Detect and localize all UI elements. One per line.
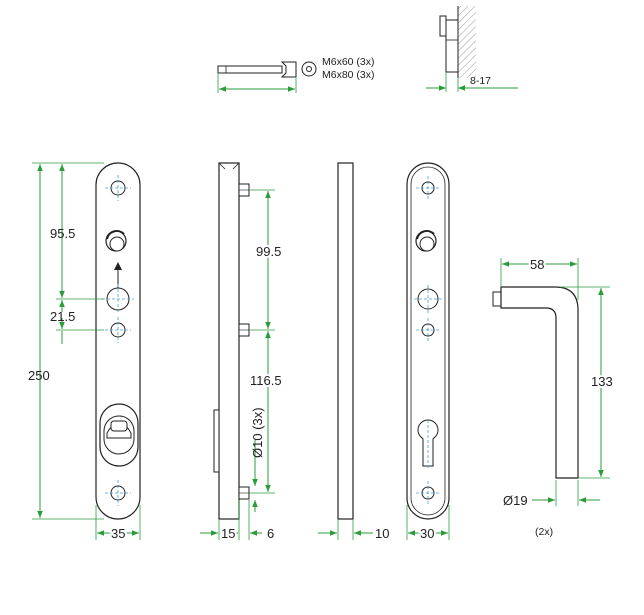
spindle-hole: [102, 284, 134, 314]
spindle-boss: [105, 229, 127, 252]
screw-spacing-bottom-label: 116.5: [250, 373, 282, 388]
side-plate-outline: [218, 162, 240, 520]
back-screw-hole-top: [416, 176, 440, 200]
screw-hole-middle: [105, 317, 131, 343]
lever-height-label: 133: [591, 374, 613, 389]
door-thickness-label: 8-17: [470, 75, 491, 87]
lever-spindle-stub: [492, 291, 502, 307]
cylinder-cover: [99, 403, 139, 467]
plate-width-label: 35: [111, 526, 125, 541]
lever-diameter-label: Ø19: [503, 493, 528, 508]
screw-hole-top: [105, 175, 131, 201]
back-screw-hole-middle: [416, 318, 440, 342]
pin-top: [238, 183, 250, 197]
door-section-view: 8-17: [426, 6, 518, 92]
side-plate-view: [213, 162, 250, 520]
screw-head: [280, 61, 297, 78]
back-plate-view: 30: [406, 162, 450, 543]
plate-thickness-label: 10: [375, 526, 389, 541]
screw-spacing-top-label: 99.5: [256, 244, 281, 259]
screw-view: M6x60 (3x) M6x80 (3x): [217, 56, 375, 93]
pin-middle: [238, 323, 250, 337]
edge-plate-outline: [337, 162, 354, 520]
side-depth-label: 15: [221, 526, 235, 541]
back-cylinder-cutout: [417, 419, 439, 470]
lever-length-label: 58: [530, 257, 544, 272]
lever-handle-view: 58 133 Ø19 (2x): [492, 255, 615, 538]
back-plate-inner: [410, 166, 446, 516]
spindle-to-screw-label: 21.5: [50, 309, 75, 324]
rose-block: [445, 19, 459, 73]
side-cylinder-ridge: [213, 409, 220, 473]
screw-hole-bottom: [105, 480, 131, 506]
lever-body: [500, 286, 579, 479]
lever-quantity-label: (2x): [535, 526, 553, 538]
screw-label-1: M6x60 (3x): [322, 56, 375, 68]
screw-shaft: [217, 65, 283, 74]
screw-label-2: M6x80 (3x): [322, 69, 375, 81]
front-plate-dimensions: 250 95.5 21.5 35: [28, 162, 141, 543]
back-screw-hole-bottom: [416, 481, 440, 505]
plate-length-label: 250: [28, 368, 50, 383]
back-spindle-hole: [414, 285, 442, 313]
back-spindle-boss: [415, 229, 437, 252]
edge-plate-view: 10: [318, 162, 389, 541]
hole-diameter-label: Ø10 (3x): [250, 407, 265, 458]
top-to-spindle-label: 95.5: [50, 226, 75, 241]
side-plate-dimensions: 99.5 116.5 Ø10 (3x) 15 6: [200, 189, 284, 543]
pin-length-label: 6: [267, 526, 274, 541]
pin-bottom: [238, 486, 250, 500]
front-plate-view: [95, 162, 141, 520]
door-hatch: [458, 6, 476, 78]
inner-width-label: 30: [420, 526, 434, 541]
